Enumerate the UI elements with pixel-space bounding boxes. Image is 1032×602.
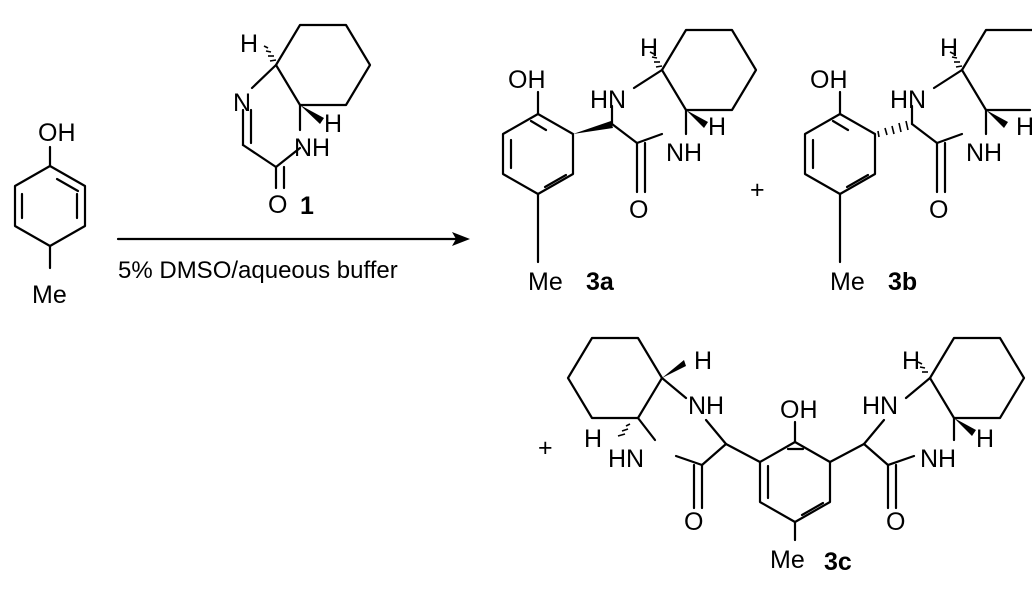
- compound-1-n-imine: N: [233, 89, 251, 117]
- product-3c-right-hn: HN: [862, 392, 898, 420]
- product-3a-number: 3a: [586, 268, 615, 296]
- compound-1-oxygen: O: [268, 191, 287, 219]
- compound-1-number: 1: [300, 192, 314, 220]
- reaction-conditions: 5% DMSO/aqueous buffer: [118, 257, 398, 284]
- product-3b-structure: OH HN H NH H O Me 3b: [803, 28, 1032, 296]
- product-3b-number: 3b: [888, 268, 917, 296]
- compound-1-nh: NH: [294, 134, 330, 162]
- product-3a-h-top: H: [640, 34, 658, 62]
- product-3c-left-h-bottom: H: [584, 425, 602, 453]
- product-3a-oxygen: O: [629, 196, 648, 224]
- product-3c-right-oxygen: O: [886, 508, 905, 536]
- reaction-arrow: [116, 232, 470, 246]
- plus-sign-2: +: [538, 434, 553, 462]
- product-3b-oxygen: O: [929, 196, 948, 224]
- product-3c-structure: H NH H HN O H HN H NH O OH Me 3c: [566, 336, 1026, 576]
- product-3b-methyl: Me: [830, 268, 865, 296]
- product-3b-nh: NH: [966, 139, 1002, 167]
- product-3a-structure: OH HN H NH H O Me 3a: [501, 28, 758, 296]
- product-3c-right-nh: NH: [920, 445, 956, 473]
- hydroxyl-label: OH: [38, 119, 76, 147]
- product-3b-h-right: H: [1016, 113, 1032, 141]
- compound-1-h-top: H: [240, 30, 258, 58]
- product-3c-number: 3c: [824, 548, 852, 576]
- product-3b-oh: OH: [810, 66, 848, 94]
- product-3a-nh: NH: [666, 139, 702, 167]
- product-3c-left-hn: HN: [608, 445, 644, 473]
- product-3c-oh: OH: [780, 396, 818, 424]
- plus-sign: +: [750, 176, 765, 204]
- product-3b-h-top: H: [940, 34, 958, 62]
- product-3c-left-oxygen: O: [684, 508, 703, 536]
- product-3c-left-nh: NH: [688, 392, 724, 420]
- product-3c-methyl: Me: [770, 546, 805, 574]
- product-3b-hn: HN: [890, 86, 926, 114]
- product-3c-right-h-bottom: H: [976, 425, 994, 453]
- product-3c-left-h-top: H: [694, 347, 712, 375]
- product-3a-h-right: H: [708, 113, 726, 141]
- product-3a-methyl: Me: [528, 268, 563, 296]
- p-cresol-structure: OH Me: [13, 119, 87, 309]
- product-3a-oh: OH: [508, 66, 546, 94]
- product-3a-hn: HN: [590, 86, 626, 114]
- methyl-label: Me: [32, 281, 67, 309]
- product-3c-right-h-top: H: [902, 347, 920, 375]
- compound-1-structure: H N NH H O 1: [233, 23, 372, 220]
- compound-1-h-right: H: [324, 110, 342, 138]
